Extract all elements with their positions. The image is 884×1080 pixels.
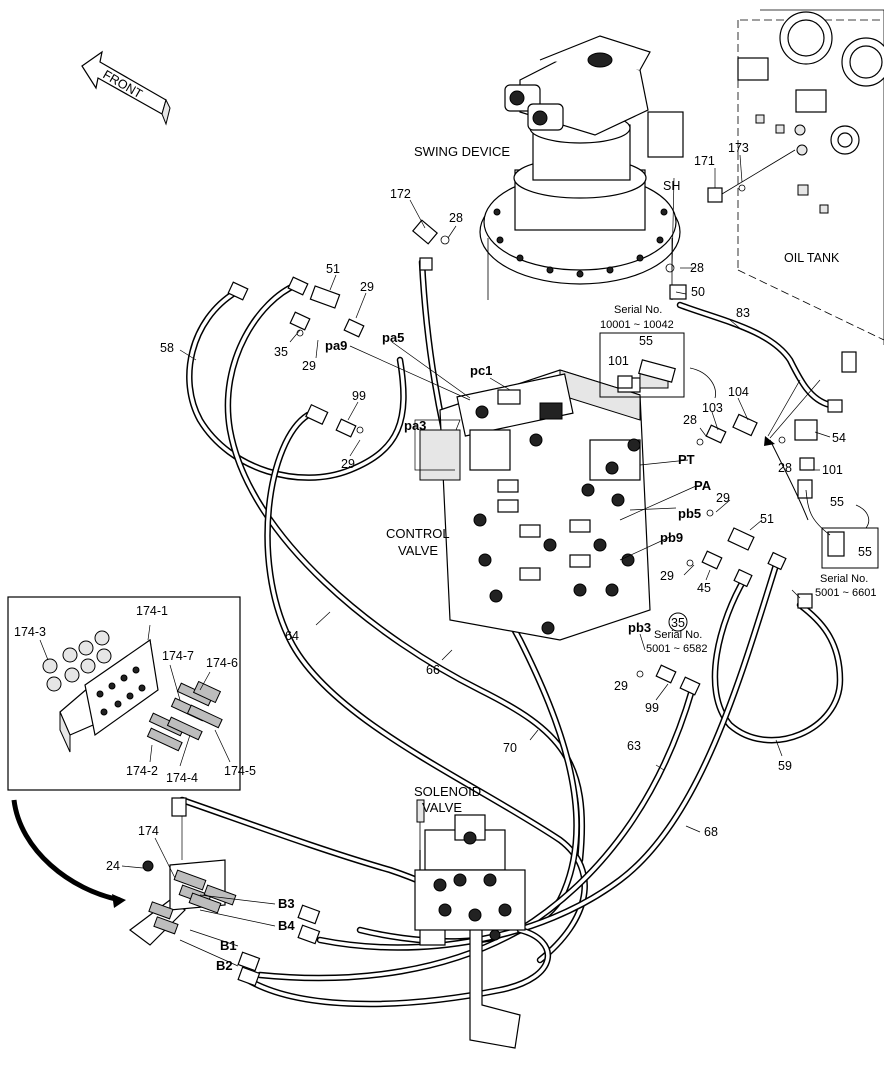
serial2-arrow: [855, 504, 870, 529]
fittings: [227, 149, 857, 987]
inset-callout-174-7: 174-7: [162, 649, 194, 663]
inset-callout-174-3: 174-3: [14, 625, 46, 639]
swing-device: SWING DEVICE: [414, 35, 684, 300]
callout-63: 63: [627, 739, 641, 753]
callout-83: 83: [736, 306, 750, 320]
callout-68: 68: [704, 825, 718, 839]
serial3-title: Serial No.: [654, 629, 702, 641]
callout-104: 104: [728, 385, 749, 399]
oil-tank: OIL TANK: [737, 9, 884, 345]
callout-66: 66: [426, 663, 440, 677]
callout-35: 35: [274, 345, 288, 359]
port-pa9: pa9: [325, 338, 347, 353]
inset-pointer-arrowhead: [112, 894, 126, 908]
callout-70: 70: [503, 741, 517, 755]
callout-54: 54: [832, 431, 846, 445]
callout-29c: 29: [341, 457, 355, 471]
callout-45: 45: [697, 581, 711, 595]
serial2-title: Serial No.: [820, 573, 868, 585]
callout-51a: 51: [326, 262, 340, 276]
port-b3: B3: [278, 896, 295, 911]
inset-callout-174-4: 174-4: [166, 771, 198, 785]
callout-35-circle: [668, 612, 688, 632]
callout-28a: 28: [449, 211, 463, 225]
callout-101a: 101: [608, 354, 629, 368]
inset-callout-174-1: 174-1: [136, 604, 168, 618]
labels: 172 28 51 29 58 35 29 pa9 pa5 pc1 99 pa3…: [106, 141, 879, 973]
callout-64: 64: [285, 629, 299, 643]
callout-35c: 35: [671, 616, 685, 630]
callout-173: 173: [728, 141, 749, 155]
callout-28c: 28: [683, 413, 697, 427]
callout-99a: 99: [352, 389, 366, 403]
solenoid-valve-label-2: VALVE: [422, 800, 462, 815]
control-valve-label-2: VALVE: [398, 543, 438, 558]
serial1-range: 10001 ~ 10042: [600, 319, 674, 331]
callout-55c: 55: [858, 545, 872, 559]
leader-lines: [121, 154, 831, 967]
swing-device-label: SWING DEVICE: [414, 144, 510, 159]
manifold-174: [129, 797, 237, 946]
port-b2: B2: [216, 958, 233, 973]
callout-29b: 29: [302, 359, 316, 373]
callout-55a: 55: [639, 334, 653, 348]
callout-59: 59: [778, 759, 792, 773]
callout-29d: 29: [716, 491, 730, 505]
front-arrow: FRONT: [81, 50, 171, 126]
callout-28d: 28: [778, 461, 792, 475]
port-b4: B4: [278, 918, 295, 933]
callout-103: 103: [702, 401, 723, 415]
callout-28b: 28: [690, 261, 704, 275]
port-pa3: pa3: [404, 418, 426, 433]
inset-callout-174-2: 174-2: [126, 764, 158, 778]
callout-29e: 29: [660, 569, 674, 583]
solenoid-valve: SOLENOID VALVE: [414, 784, 526, 1049]
callout-29f: 29: [614, 679, 628, 693]
serial1-sensor: [617, 359, 676, 389]
callout-99b: 99: [645, 701, 659, 715]
inset-callout-174-5: 174-5: [224, 764, 256, 778]
callout-50: 50: [691, 285, 705, 299]
control-valve-label-1: CONTROL: [386, 526, 450, 541]
inset-174-detail: 174-1 174-3 174-7 174-6 174-2 174-4 174-…: [7, 596, 256, 791]
port-pb5: pb5: [678, 506, 701, 521]
port-pb3: pb3: [628, 620, 651, 635]
sensor-pointer-head: [764, 436, 775, 446]
port-pt: PT: [678, 452, 695, 467]
callout-101b: 101: [822, 463, 843, 477]
inset-pointer-arrow: [11, 799, 121, 903]
port-pb9: pb9: [660, 530, 683, 545]
serial3-range: 5001 ~ 6582: [646, 643, 707, 655]
inset-callout-174-6: 174-6: [206, 656, 238, 670]
callout-172: 172: [390, 187, 411, 201]
serial1-arrow: [689, 367, 717, 399]
port-sh: SH: [663, 179, 680, 193]
port-pc1: pc1: [470, 363, 492, 378]
callout-29a: 29: [360, 280, 374, 294]
control-valve: CONTROL VALVE: [386, 369, 651, 641]
serial2-range: 5001 ~ 6601: [815, 587, 876, 599]
solenoid-valve-label-1: SOLENOID: [414, 784, 481, 799]
oil-tank-label: OIL TANK: [784, 251, 840, 265]
serial2-inset-box: [821, 527, 879, 569]
callout-171: 171: [694, 154, 715, 168]
callout-174: 174: [138, 824, 159, 838]
callout-55b: 55: [830, 495, 844, 509]
port-pa: PA: [694, 478, 712, 493]
front-label: FRONT: [101, 67, 146, 101]
callout-51b: 51: [760, 512, 774, 526]
port-pa5: pa5: [382, 330, 404, 345]
serial1-inset-box: [599, 332, 685, 398]
callout-58: 58: [160, 341, 174, 355]
sensor-pointer-line: [769, 439, 809, 521]
serial1-title: Serial No.: [614, 304, 662, 316]
port-b1: B1: [220, 938, 237, 953]
callout-24: 24: [106, 859, 120, 873]
